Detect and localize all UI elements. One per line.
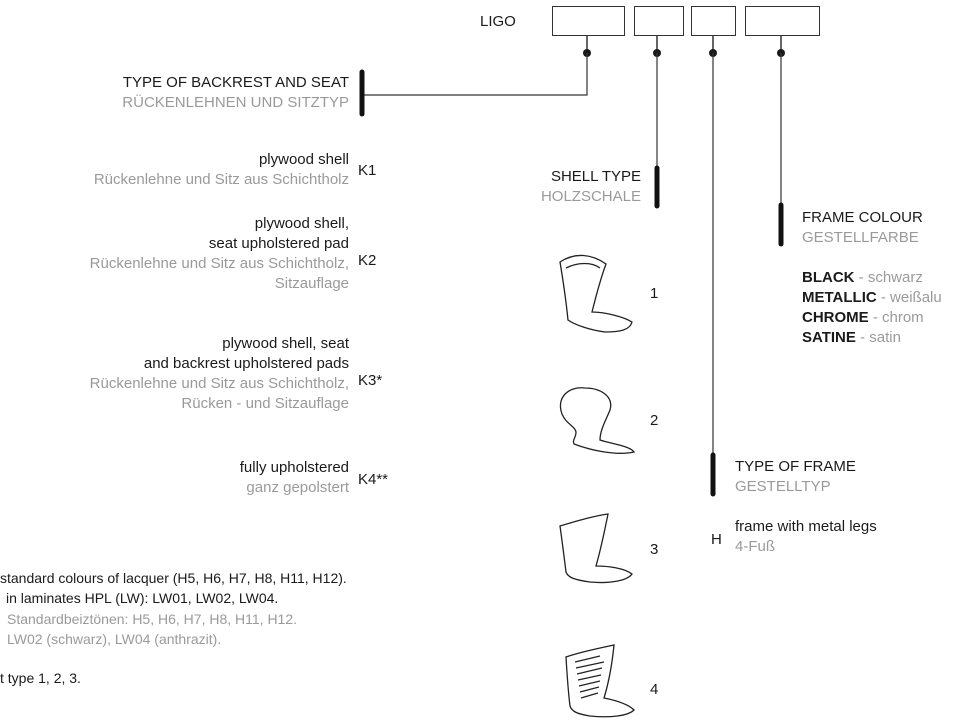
code-box-shell[interactable] <box>634 6 684 36</box>
k2-de-2: Sitzauflage <box>274 275 349 292</box>
backrest-subtitle: RÜCKENLEHNEN UND SITZTYP <box>122 94 349 111</box>
shell-number-4: 4 <box>650 681 659 698</box>
k4-en: fully upholstered <box>239 459 349 476</box>
backrest-title: TYPE OF BACKREST AND SEAT <box>122 74 349 91</box>
k2-code: K2 <box>358 252 377 269</box>
colour-option-chrome: CHROME - chrom <box>802 309 924 326</box>
k2-en-1: plywood shell, <box>254 215 349 232</box>
k2-en-2: seat upholstered pad <box>208 235 349 252</box>
k1-en: plywood shell <box>258 151 349 168</box>
frame-type-code: H <box>711 531 722 548</box>
k3-code: K3* <box>358 372 383 389</box>
code-box-frame-colour[interactable] <box>745 6 820 36</box>
k3-en-2: and backrest upholstered pads <box>143 355 349 372</box>
frame-colour-subtitle: GESTELLFARBE <box>802 229 919 246</box>
shell-4-icon <box>565 644 635 718</box>
k4-de: ganz gepolstert <box>246 479 349 496</box>
shell-1-icon <box>559 254 633 333</box>
k2-de-1: Rückenlehne und Sitz aus Schichtholz, <box>89 255 349 272</box>
shell-title: SHELL TYPE <box>550 168 641 185</box>
frame-colour-title: FRAME COLOUR <box>802 209 923 226</box>
frame-type-subtitle: GESTELLTYP <box>735 478 831 495</box>
shell-number-1: 1 <box>650 285 659 302</box>
colour-option-black: BLACK - schwarz <box>802 269 923 286</box>
k3-en-1: plywood shell, seat <box>222 335 349 352</box>
shell-2-icon <box>559 387 636 454</box>
shell-3-icon <box>559 513 633 584</box>
ligo-label: LIGO <box>480 13 516 30</box>
frame-type-title: TYPE OF FRAME <box>735 458 856 475</box>
note-line-4: LW02 (schwarz), LW04 (anthrazit). <box>7 631 222 647</box>
k3-de-1: Rückenlehne und Sitz aus Schichtholz, <box>89 375 349 392</box>
note-line-3: Standardbeiztönen: H5, H6, H7, H8, H11, … <box>7 611 298 627</box>
note-line-2: in laminates HPL (LW): LW01, LW02, LW04. <box>6 590 279 606</box>
frame-type-en: frame with metal legs <box>735 518 877 535</box>
colour-option-metallic: METALLIC - weißalu <box>802 289 942 306</box>
code-box-frame-type[interactable] <box>691 6 736 36</box>
k4-code: K4** <box>358 471 389 488</box>
note-line-1: standard colours of lacquer (H5, H6, H7,… <box>0 570 347 586</box>
frame-type-de: 4-Fuß <box>735 538 776 555</box>
shell-number-2: 2 <box>650 412 659 429</box>
shell-subtitle: HOLZSCHALE <box>540 188 641 205</box>
note-line-5: t type 1, 2, 3. <box>0 670 81 686</box>
shell-number-3: 3 <box>650 541 659 558</box>
k1-de: Rückenlehne und Sitz aus Schichtholz <box>93 171 349 188</box>
k1-code: K1 <box>358 162 377 179</box>
colour-option-satine: SATINE - satin <box>802 329 901 346</box>
k3-de-2: Rücken - und Sitzauflage <box>181 395 349 412</box>
code-box-backrest[interactable] <box>552 6 625 36</box>
